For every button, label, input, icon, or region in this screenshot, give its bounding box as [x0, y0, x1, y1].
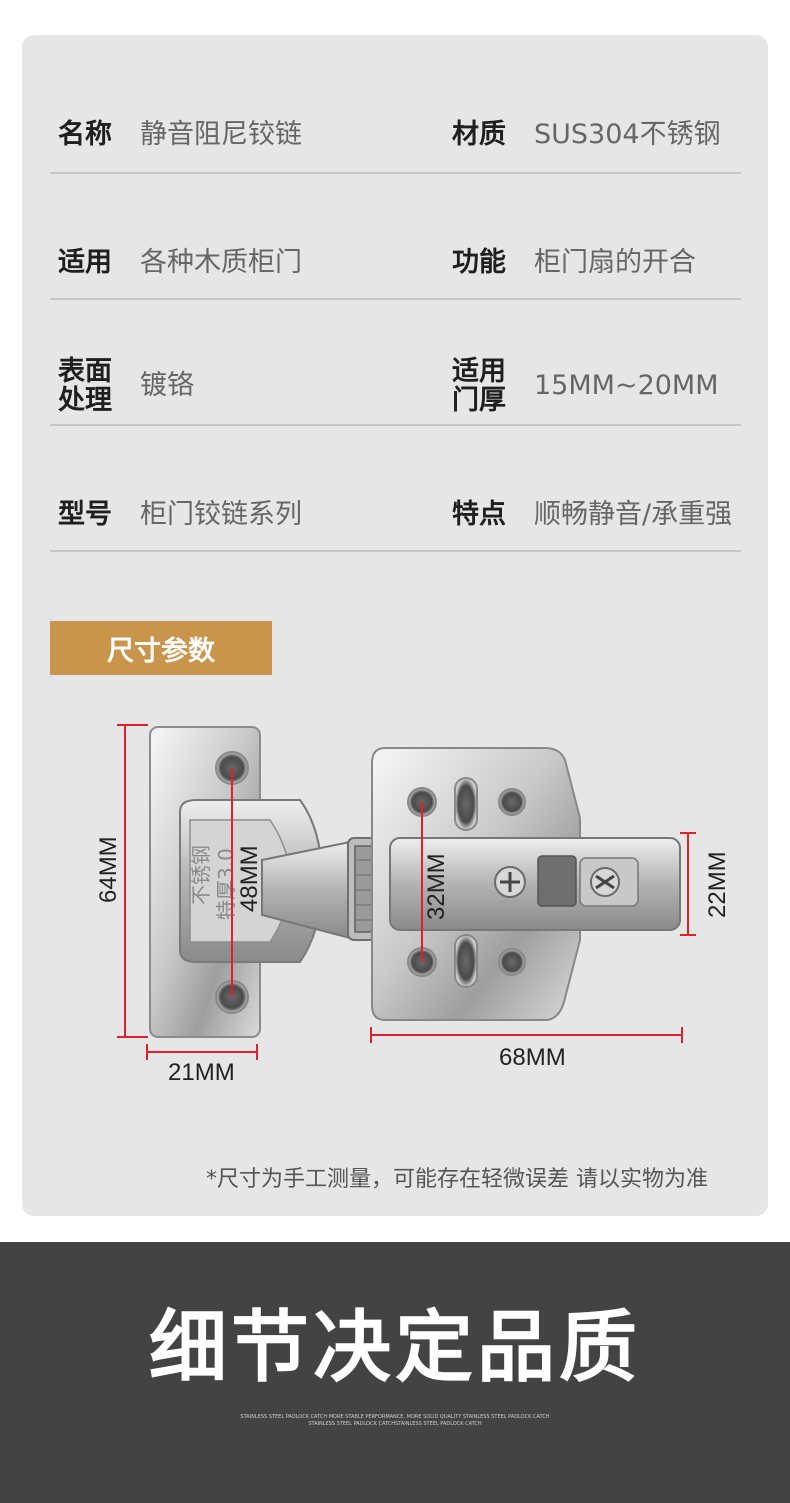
banner-title: 细节决定品质 [148, 1303, 641, 1393]
spec-item-name: 名称 静音阻尼铰链 [58, 120, 302, 150]
spec-divider [50, 298, 741, 300]
spec-item-model: 型号 柜门铰链系列 [58, 500, 302, 530]
spec-value: SUS304不锈钢 [534, 119, 721, 150]
spec-label: 特点 [452, 499, 506, 530]
spec-value: 顺畅静音/承重强 [534, 499, 733, 530]
spec-item-usage: 适用 各种木质柜门 [58, 248, 302, 278]
spec-value: 各种木质柜门 [140, 247, 302, 278]
banner-subtitle-line-1: STAINLESS STEEL PADLOCK CATCH MORE STABL… [240, 1414, 550, 1420]
spec-divider [50, 172, 741, 174]
spec-value: 柜门扇的开合 [534, 247, 696, 278]
spec-value: 15MM~20MM [534, 370, 719, 401]
banner-subtitle-line-2: STAINLESS STEEL PADLOCK CATCHSTAINLESS S… [308, 1421, 482, 1427]
spec-divider [50, 424, 741, 426]
size-section-title: 尺寸参数 [50, 621, 272, 675]
spec-value: 静音阻尼铰链 [140, 119, 302, 150]
spec-value: 柜门铰链系列 [140, 499, 302, 530]
spec-label: 型号 [58, 499, 112, 530]
spec-value: 镀铬 [140, 370, 194, 401]
spec-item-surface: 表面 处理 镀铬 [58, 357, 194, 415]
detail-banner [0, 1242, 790, 1503]
spec-item-material: 材质 SUS304不锈钢 [452, 120, 721, 150]
measurement-note: *尺寸为手工测量，可能存在轻微误差 请以实物为准 [206, 1167, 708, 1192]
spec-label: 适用 [58, 247, 112, 278]
spec-divider [50, 550, 741, 552]
spec-label: 功能 [452, 247, 506, 278]
spec-item-door-thickness: 适用 门厚 15MM~20MM [452, 357, 719, 415]
spec-label: 材质 [452, 119, 506, 150]
spec-label: 表面 处理 [58, 356, 112, 416]
spec-label: 名称 [58, 119, 112, 150]
spec-item-function: 功能 柜门扇的开合 [452, 248, 696, 278]
spec-label: 适用 门厚 [452, 356, 506, 416]
spec-item-feature: 特点 顺畅静音/承重强 [452, 500, 732, 530]
